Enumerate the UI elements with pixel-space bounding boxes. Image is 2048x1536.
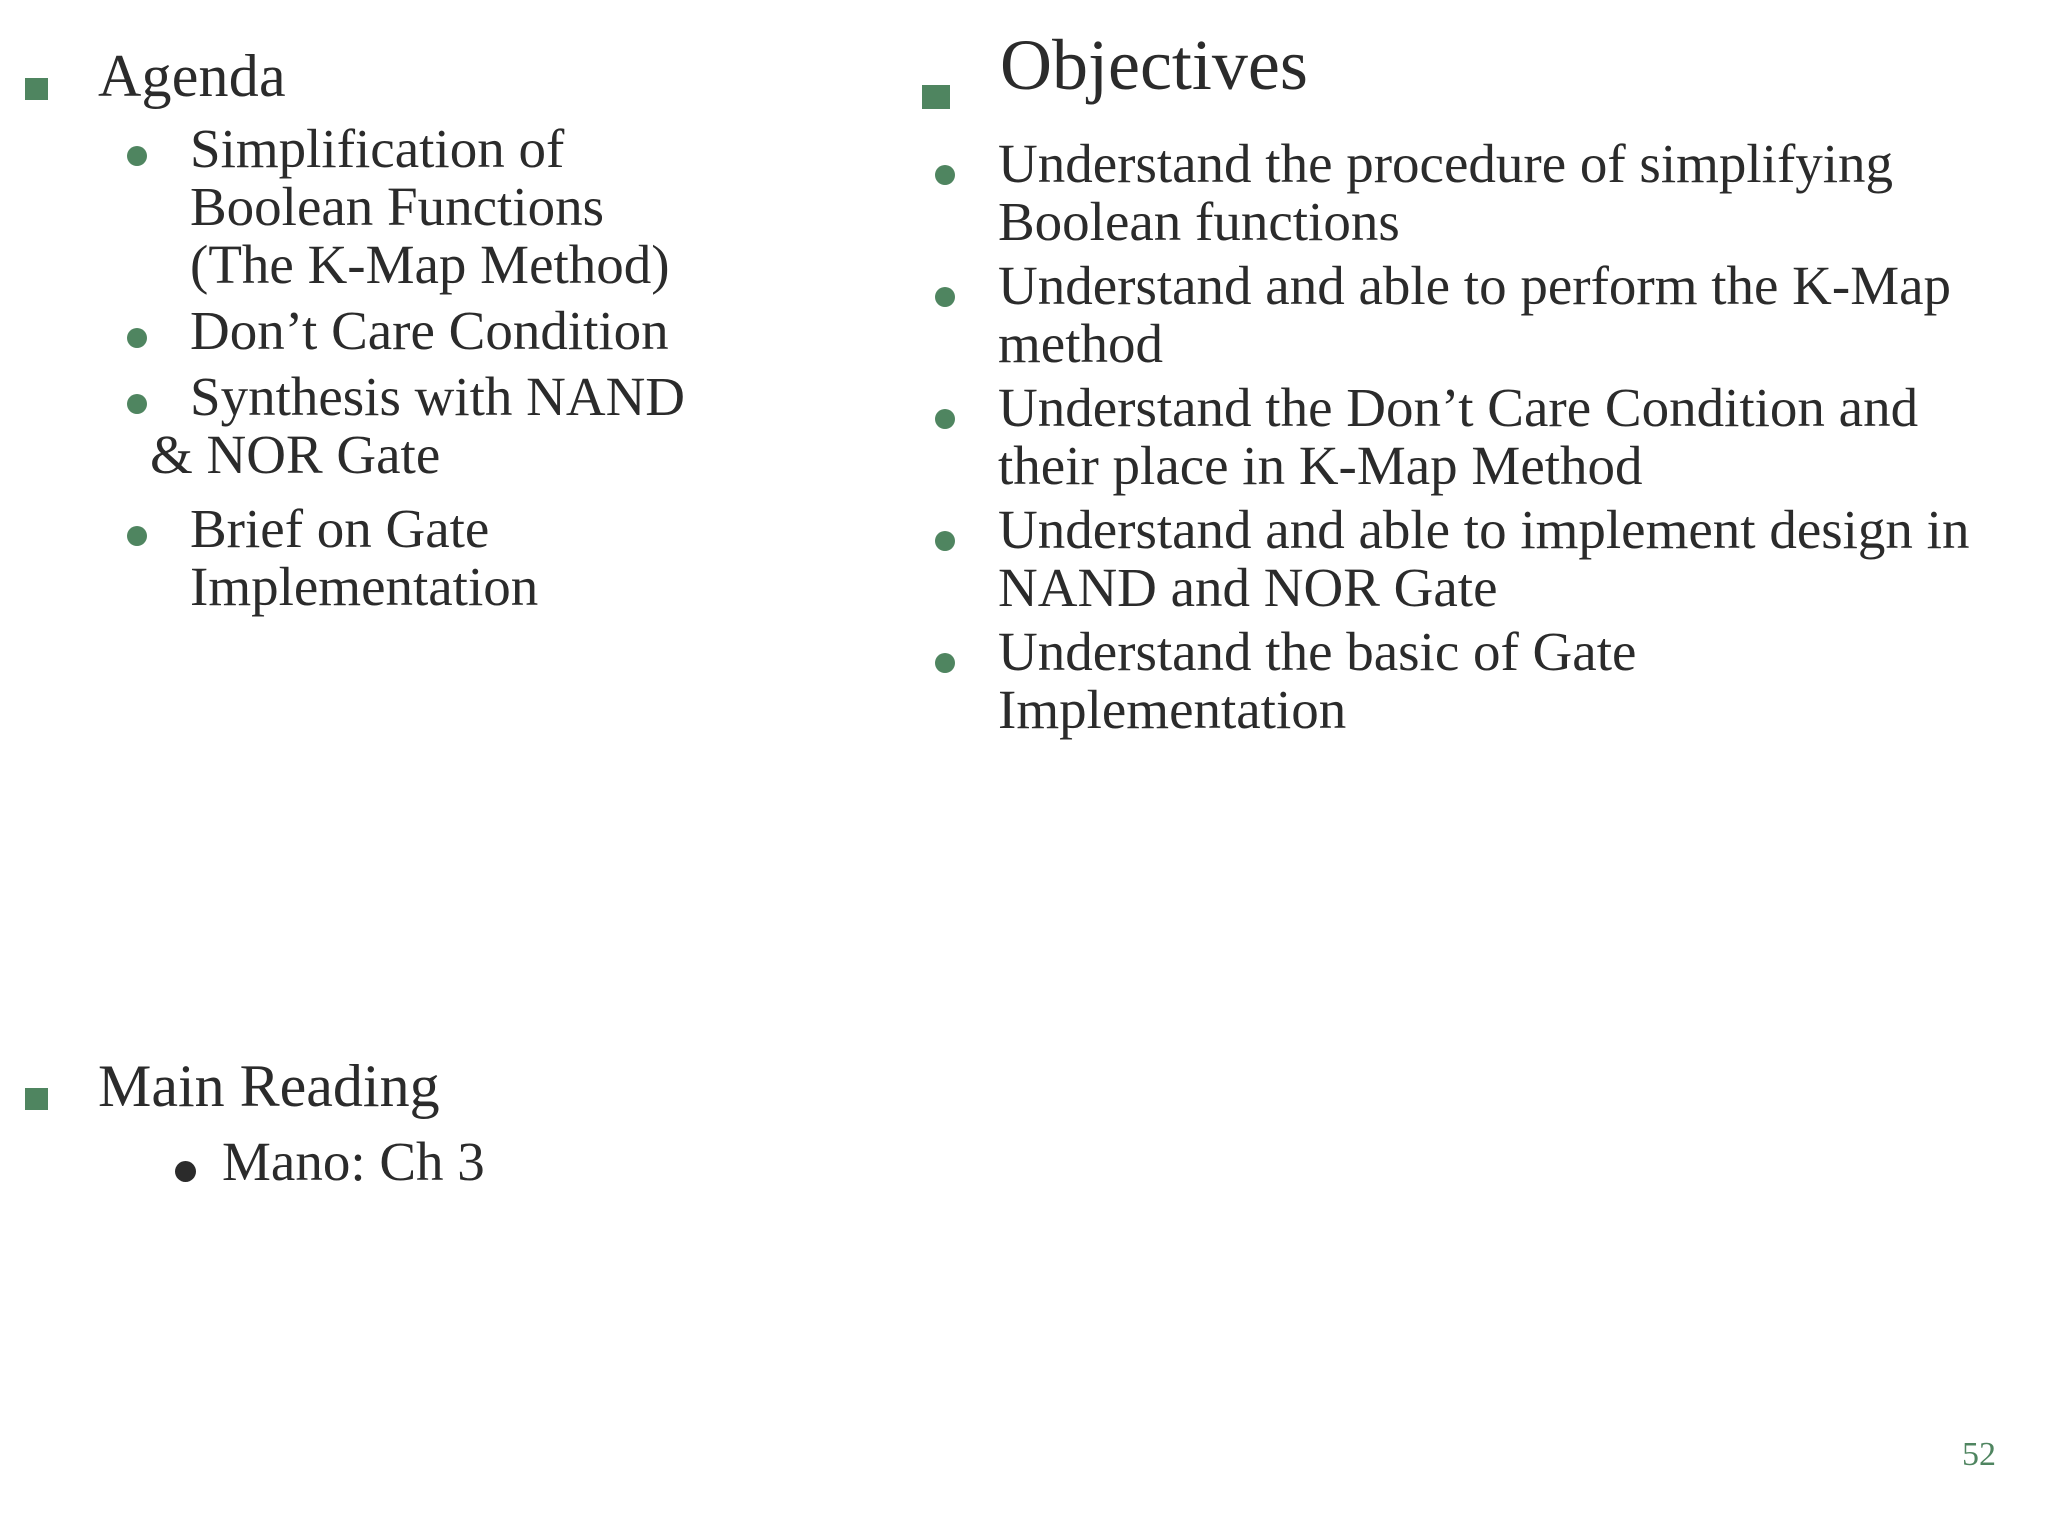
round-bullet-icon — [935, 165, 955, 185]
list-item: Understand the basic of Gate Implementat… — [890, 623, 2030, 739]
objective-item-kmap-method: Understand and able to perform the K-Map… — [998, 255, 1952, 374]
list-item: Understand the Don’t Care Condition and … — [890, 379, 2030, 495]
left-column: Agenda Simplification of Boolean Functio… — [0, 0, 700, 1536]
round-bullet-icon — [935, 287, 955, 307]
square-bullet-icon — [922, 85, 950, 109]
square-bullet-icon — [25, 1088, 48, 1110]
round-bullet-black-icon — [175, 1161, 196, 1182]
right-column: Objectives Understand the procedure of s… — [890, 0, 2030, 1536]
round-bullet-icon — [935, 531, 955, 551]
list-item: Understand the procedure of simplifying … — [890, 135, 2030, 251]
round-bullet-icon — [127, 328, 147, 348]
list-item: Brief on Gate Implementation — [0, 500, 700, 616]
agenda-item-simplification: Simplification of Boolean Functions (The… — [190, 118, 670, 295]
main-reading-heading: Main Reading — [98, 1053, 440, 1119]
agenda-heading: Agenda — [98, 43, 286, 109]
agenda-item-synthesis: Synthesis with NAND — [190, 366, 686, 427]
objective-item-nand-nor: Understand and able to implement design … — [998, 499, 1970, 618]
agenda-heading-row: Agenda — [0, 40, 286, 112]
agenda-item-gate-implementation: Brief on Gate Implementation — [190, 498, 539, 617]
round-bullet-icon — [935, 409, 955, 429]
page-number: 52 — [1962, 1436, 1996, 1473]
list-item: Understand and able to perform the K-Map… — [890, 257, 2030, 373]
objective-item-gate-basics: Understand the basic of Gate Implementat… — [998, 621, 1637, 740]
round-bullet-icon — [127, 146, 147, 166]
objectives-heading-row: Objectives — [890, 22, 1308, 109]
objective-item-procedure: Understand the procedure of simplifying … — [998, 133, 1894, 252]
agenda-item-dont-care: Don’t Care Condition — [190, 300, 669, 361]
list-item: Simplification of Boolean Functions (The… — [0, 120, 700, 294]
agenda-item-list: Simplification of Boolean Functions (The… — [0, 120, 700, 624]
round-bullet-icon — [127, 526, 147, 546]
main-reading-heading-row: Main Reading — [0, 1050, 440, 1122]
main-reading-item-mano: Mano: Ch 3 — [222, 1131, 485, 1192]
objective-item-dont-care: Understand the Don’t Care Condition and … — [998, 377, 1919, 496]
list-item: Don’t Care Condition — [0, 302, 700, 360]
round-bullet-icon — [127, 394, 147, 414]
round-bullet-icon — [935, 653, 955, 673]
objectives-item-list: Understand the procedure of simplifying … — [890, 135, 2030, 745]
list-item: Understand and able to implement design … — [890, 501, 2030, 617]
agenda-item-synthesis-continuation: & NOR Gate — [150, 424, 441, 485]
square-bullet-icon — [25, 78, 48, 100]
list-item: Synthesis with NAND & NOR Gate — [0, 368, 700, 484]
list-item: Mano: Ch 3 — [0, 1130, 485, 1194]
objectives-heading: Objectives — [1000, 25, 1308, 105]
